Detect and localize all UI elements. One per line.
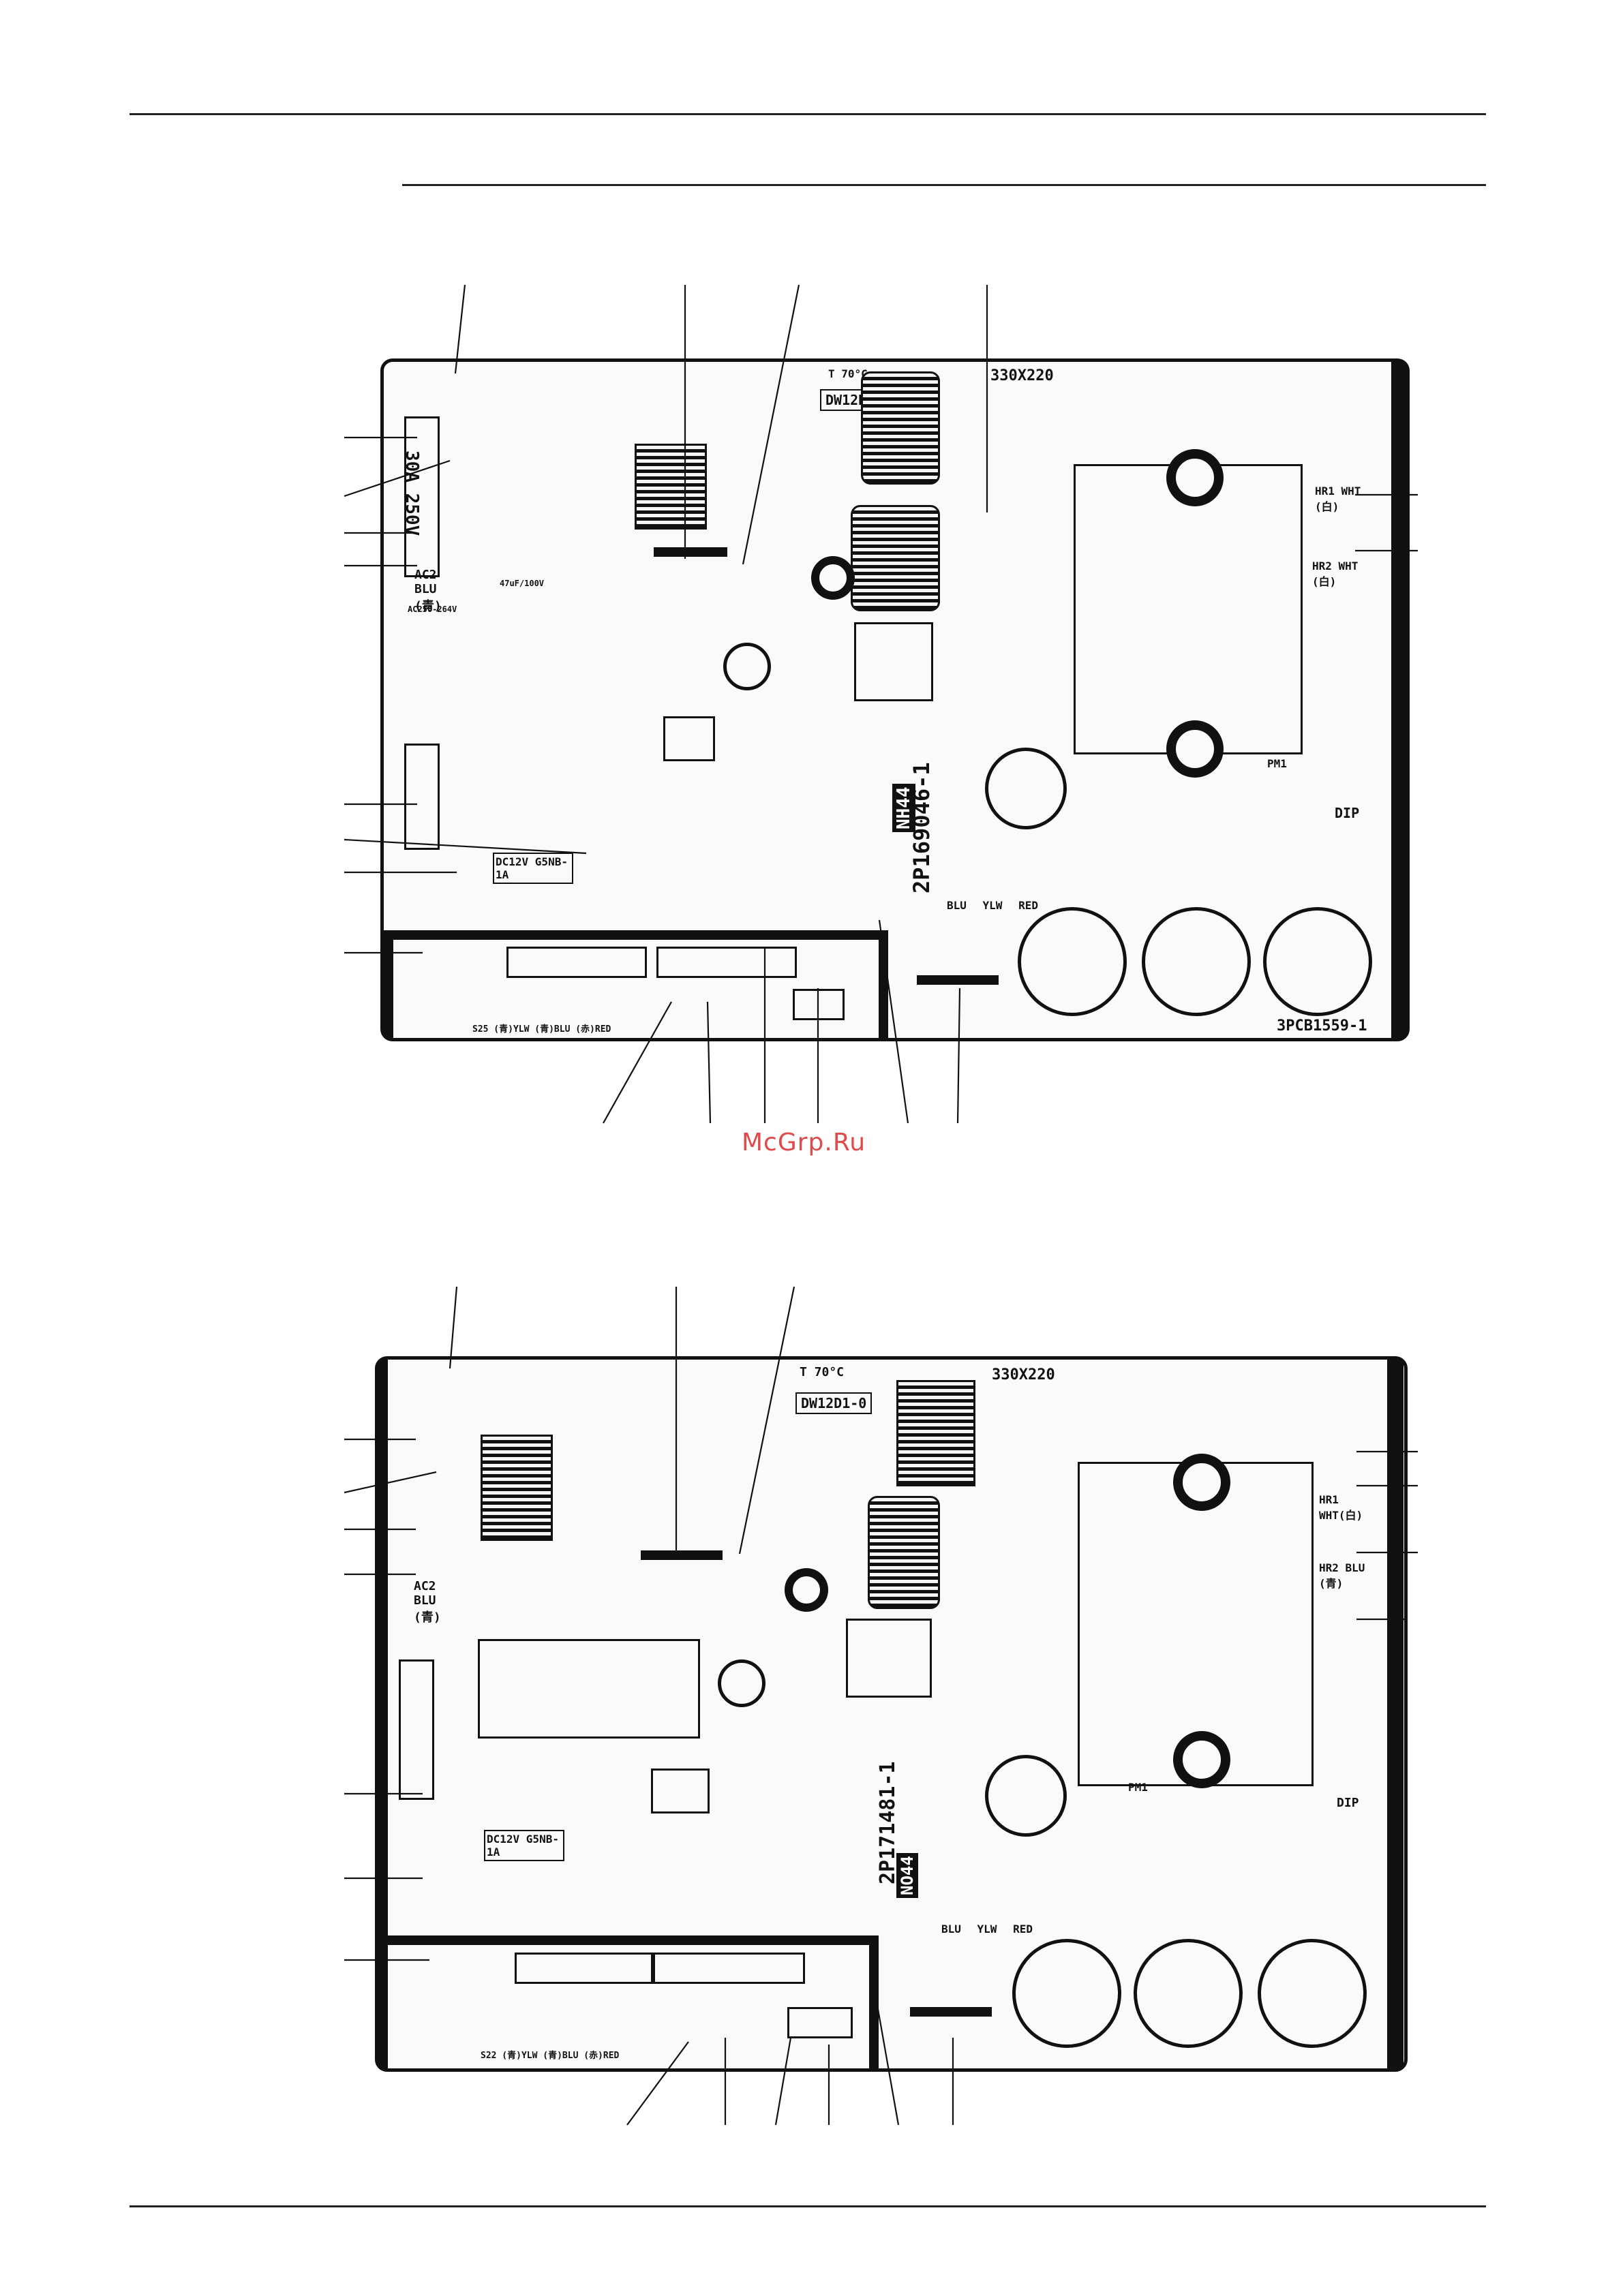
relay-label: DC12V G5NB-1A [493,853,573,884]
connector-row [793,989,845,1020]
hr1-label: HR1 WHT (白) [1315,485,1361,513]
boundary-line [879,930,888,1038]
connector-row [656,947,797,978]
ac-voltage-label: AC250-264V [408,604,457,614]
boundary-line [378,1935,869,1945]
ac-connector-label: AC2 BLU (青) [414,1579,441,1625]
electrolytic-capacitor [1263,907,1372,1016]
reactor-fan [985,748,1067,829]
heatsink-mount [1173,1454,1230,1511]
relay-block [846,1619,932,1698]
dip-label: DIP [1335,805,1360,821]
electrolytic-capacitor [1134,1939,1243,2048]
board-edge [1387,1360,1404,2068]
transformer-coil [861,371,940,485]
choke-coil [851,505,940,611]
board-size-label: 330X220 [992,1366,1055,1383]
microcontroller-ic [663,716,715,761]
pcb-board-1: 330X220 30A 250V DW12D1-0 T 70°C 2P16904… [380,358,1410,1041]
heatsink-mount [1166,720,1224,778]
power-module-label: PM1 [1267,757,1287,770]
microcontroller-ic [651,1769,710,1813]
transformer-coil [896,1380,975,1486]
ac-connector-label: AC2 BLU (青) [414,568,442,613]
electrolytic-capacitor [1258,1939,1367,2048]
electrolytic-capacitor [1012,1939,1121,2048]
relay-label: DC12V G5NB-1A [484,1830,564,1861]
terminal-block [404,744,440,850]
dip-label: DIP [1337,1796,1359,1810]
boundary-line [378,1360,388,2068]
toroid-core [811,556,855,600]
sticker-label: NH44 [892,784,915,832]
boundary-line [869,1935,879,2068]
terminal-block [404,416,440,577]
watermark: McGrp.Ru [742,1129,866,1157]
terminal-block [399,1659,434,1800]
choke-coil [868,1496,940,1609]
temp-label: T 70°C [828,367,868,380]
capacitor [718,1659,765,1707]
cap-value-label: 47uF/100V [500,579,545,588]
bottom-connector-labels: S25 (青)YLW (青)BLU (赤)RED [472,1024,611,1035]
connector-strip [917,975,999,985]
sub-rule [402,184,1486,186]
connector-row [506,947,647,978]
heatsink-mount [1173,1731,1230,1788]
heatsink-mount [1166,449,1224,506]
connector-row [651,1953,805,1984]
hr1-label: HR1 WHT(白) [1319,1493,1363,1522]
led-labels: BLU YLW RED [947,899,1038,912]
power-module-label: PM1 [1128,1781,1148,1794]
hr2-label: HR2 WHT (白) [1312,560,1359,588]
led-labels: BLU YLW RED [941,1923,1033,1935]
toroid-core [785,1568,828,1612]
connector-strip [910,2007,992,2017]
power-module-outline [1074,464,1303,754]
electrolytic-capacitor [1018,907,1127,1016]
ic-label: DW12D1-0 [795,1392,873,1414]
fuse-holder [641,1550,723,1560]
top-rule [130,113,1486,115]
electrolytic-capacitor [1142,907,1251,1016]
bottom-connector-labels: S22 (青)YLW (青)BLU (赤)RED [481,2051,620,2061]
temp-label: T 70°C [800,1365,845,1379]
bottom-rule [130,2205,1486,2207]
filter-coil [481,1435,553,1541]
resistor-bank [478,1639,700,1739]
boundary-line [384,930,393,1038]
connector-row [515,1953,655,1984]
reactor-fan [985,1755,1067,1837]
hr2-label: HR2 BLU (青) [1319,1561,1365,1590]
board-size-label: 330X220 [990,367,1054,384]
boundary-line [384,930,879,940]
connector-row [787,2007,853,2038]
pcb-id-label: 3PCB1559-1 [1277,1017,1367,1035]
sticker-label: NO44 [896,1853,918,1898]
capacitor [723,643,771,690]
board-edge [1391,362,1406,1038]
pcb-board-2: 330X220 DW12D1-0 T 70°C 2P171481-1 NO44 … [375,1356,1408,2072]
fuse-holder [654,547,727,557]
filter-coil [635,444,707,530]
relay-block [854,622,933,701]
